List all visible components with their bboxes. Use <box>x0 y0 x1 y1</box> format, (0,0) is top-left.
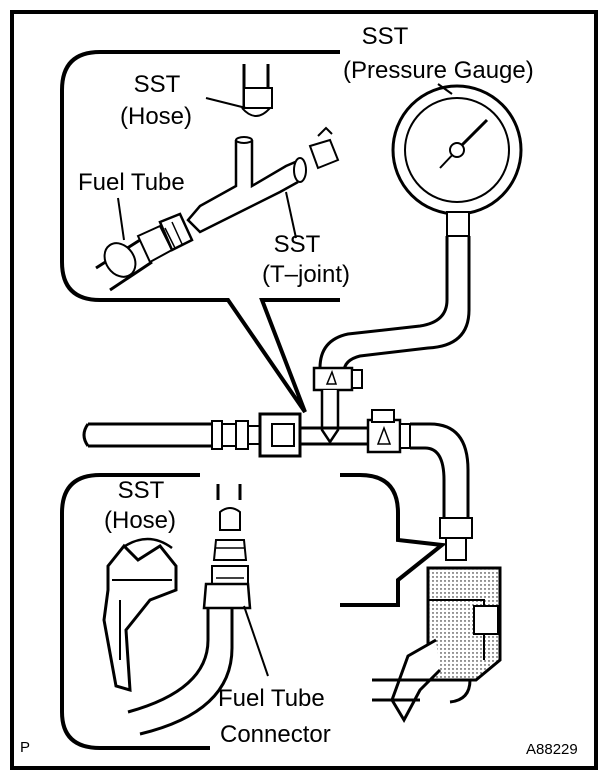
fuel-tube-connector-label-line2: Connector <box>220 721 331 748</box>
gauge-label-line1: SST <box>361 23 409 50</box>
fuel-pump-housing <box>372 566 502 724</box>
leader-fuel-connector <box>243 605 269 677</box>
leader-hose-top <box>205 97 247 109</box>
outer-border <box>10 10 598 770</box>
hose-clip-right <box>366 409 411 454</box>
pressure-gauge <box>391 84 523 237</box>
figure-id: A88229 <box>526 741 578 758</box>
hose-bottom-label-line2: (Hose) <box>104 507 177 534</box>
leader-gauge <box>437 83 453 95</box>
tjoint-stem <box>320 390 340 445</box>
hose-right <box>410 422 470 528</box>
gauge-label-line2: (Pressure Gauge) <box>343 57 534 84</box>
inset-bottom-parts <box>102 484 252 736</box>
hose-top-label-line1: SST <box>133 71 181 98</box>
inset-top-parts <box>95 64 340 292</box>
tjoint-label-line1: SST <box>273 231 321 258</box>
fuel-tube-label: Fuel Tube <box>78 169 185 196</box>
fuel-tube-connector-label-line1: Fuel Tube <box>218 685 325 712</box>
corner-code: P <box>20 739 31 756</box>
tjoint-connector <box>258 412 370 458</box>
leader-tjoint <box>285 191 297 239</box>
hose-top-label-line2: (Hose) <box>120 103 193 130</box>
top-callout-bubble <box>60 50 340 414</box>
bottom-callout-bubble <box>60 473 448 750</box>
hose-bottom-label-line1: SST <box>117 477 165 504</box>
hose-clip-upper <box>312 366 363 392</box>
fuel-line-left <box>82 420 261 450</box>
hose-band <box>439 517 473 539</box>
leader-fuel-tube <box>117 197 125 241</box>
gauge-hose <box>316 236 471 373</box>
tjoint-label-line2: (T–joint) <box>262 261 351 288</box>
